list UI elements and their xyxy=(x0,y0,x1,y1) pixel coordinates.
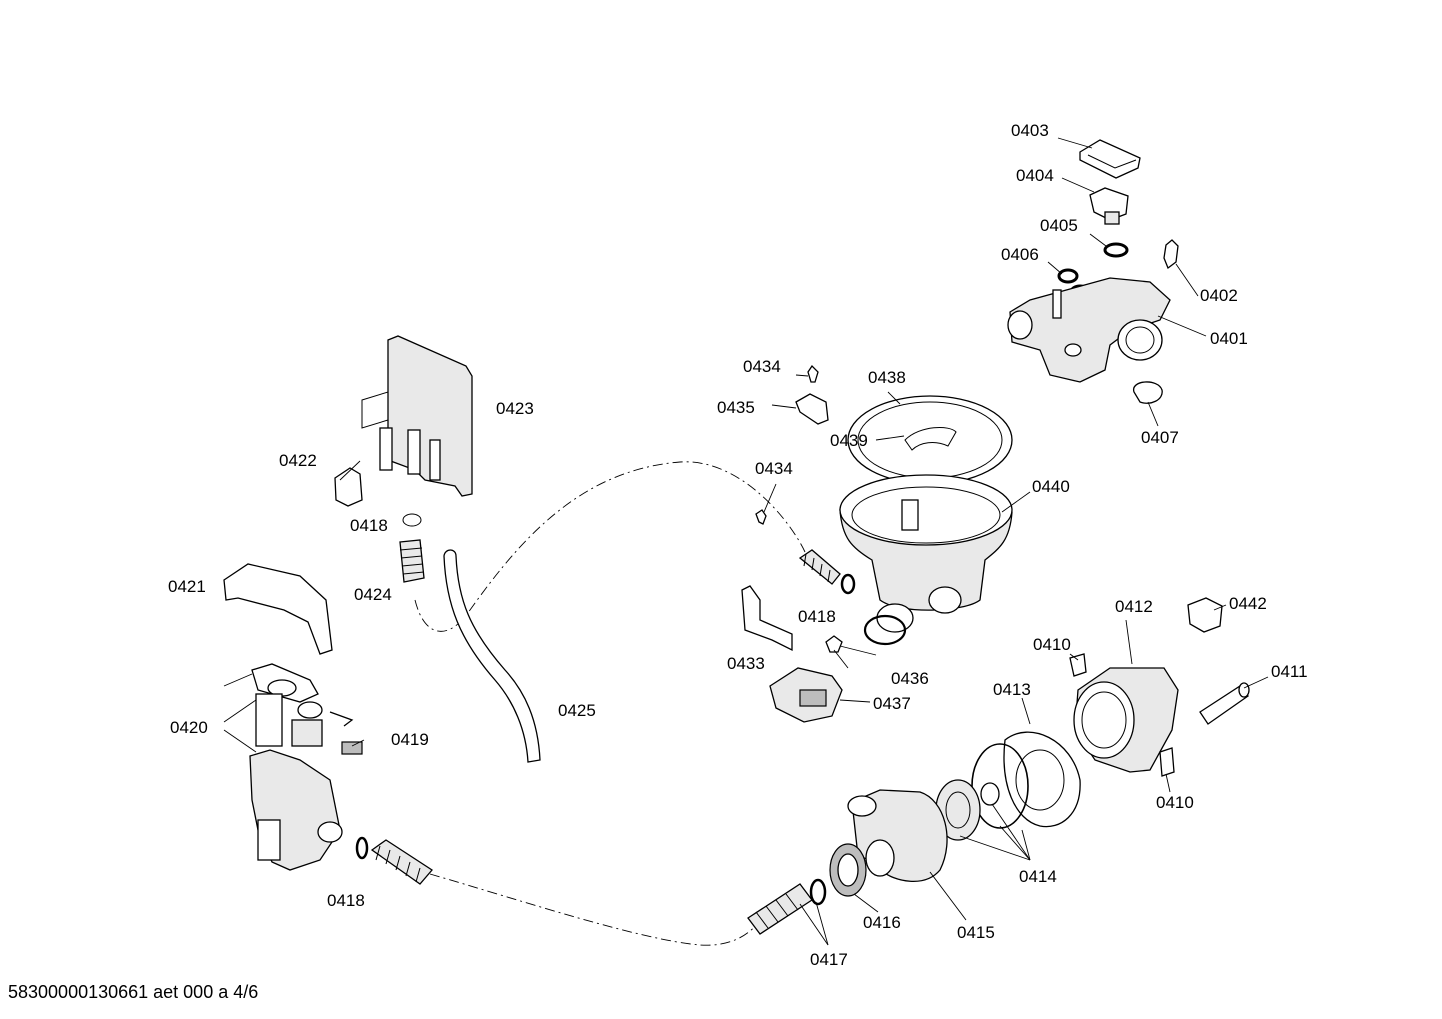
label-0414: 0414 xyxy=(1019,867,1057,886)
part-0410-clip-a xyxy=(1069,653,1087,677)
label-0434-mid: 0434 xyxy=(755,459,793,478)
part-0410-clip-b xyxy=(1159,747,1175,777)
part-0435-bracket xyxy=(795,393,829,425)
part-0438-filter-ring xyxy=(847,395,1013,485)
label-0403: 0403 xyxy=(1011,121,1049,140)
label-0412: 0412 xyxy=(1115,597,1153,616)
part-0419-spring xyxy=(329,711,354,727)
water-distributor-assembly xyxy=(1007,139,1179,404)
left-assembly xyxy=(223,335,541,885)
part-0402-clip xyxy=(1163,239,1179,270)
label-0405: 0405 xyxy=(1040,216,1078,235)
hose-routing-lines xyxy=(414,461,806,946)
label-0407: 0407 xyxy=(1141,428,1179,447)
label-0436: 0436 xyxy=(891,669,929,688)
part-0419-clip xyxy=(341,741,363,755)
label-0401: 0401 xyxy=(1210,329,1248,348)
part-0424-hose-bottom xyxy=(370,839,433,885)
part-0418-oring-bottom xyxy=(355,836,369,860)
label-0411: 0411 xyxy=(1271,662,1308,681)
leader-lines xyxy=(223,137,1269,946)
label-0423: 0423 xyxy=(496,399,534,418)
label-0418-bottom: 0418 xyxy=(327,891,365,910)
part-number-labels: 0403 0404 0405 0406 0402 0401 0407 0434 … xyxy=(168,121,1308,969)
label-0402: 0402 xyxy=(1200,286,1238,305)
part-0411-capacitor xyxy=(1199,685,1249,725)
part-0418-oring-sump xyxy=(840,573,856,595)
label-0420: 0420 xyxy=(170,718,208,737)
label-0410-top: 0410 xyxy=(1033,635,1071,654)
part-0436-clip xyxy=(825,635,843,653)
part-0422-bracket xyxy=(334,467,363,507)
drawing-reference-footer: 58300000130661 aet 000 a 4/6 xyxy=(8,982,259,1002)
part-0434-screw-b xyxy=(755,509,767,525)
part-0425-hose xyxy=(443,549,541,763)
part-0406-oring-a xyxy=(1057,268,1079,284)
part-0418-oring-top xyxy=(402,513,422,527)
label-0418-top: 0418 xyxy=(350,516,388,535)
part-0439-filter-insert xyxy=(904,427,957,451)
part-0417-oring xyxy=(809,878,827,906)
label-0406: 0406 xyxy=(1001,245,1039,264)
label-0439: 0439 xyxy=(830,431,868,450)
part-0434-screw-a xyxy=(807,364,819,383)
part-0433-holder xyxy=(741,585,793,652)
label-0417: 0417 xyxy=(810,950,848,969)
label-0410-bottom: 0410 xyxy=(1156,793,1194,812)
part-0436-clip-ring xyxy=(863,614,907,646)
part-0424-hose-left xyxy=(399,539,425,583)
part-0405-oring xyxy=(1103,242,1129,258)
label-0419: 0419 xyxy=(391,730,429,749)
label-0434-top: 0434 xyxy=(743,357,781,376)
label-0437: 0437 xyxy=(873,694,911,713)
part-0424-hose-sump xyxy=(798,549,841,585)
circulation-pump-assembly xyxy=(747,597,1250,935)
label-0424: 0424 xyxy=(354,585,392,604)
label-0425: 0425 xyxy=(558,701,596,720)
label-0413: 0413 xyxy=(993,680,1031,699)
part-0417-hose xyxy=(747,883,813,935)
label-0422: 0422 xyxy=(279,451,317,470)
part-0403-cover xyxy=(1079,139,1141,179)
label-0440: 0440 xyxy=(1032,477,1070,496)
label-0435: 0435 xyxy=(717,398,755,417)
label-0404: 0404 xyxy=(1016,166,1054,185)
label-0416: 0416 xyxy=(863,913,901,932)
label-0438: 0438 xyxy=(868,368,906,387)
part-0442-connector xyxy=(1187,597,1223,633)
label-0418-sump: 0418 xyxy=(798,607,836,626)
part-0421-cover xyxy=(223,563,333,655)
label-0442: 0442 xyxy=(1229,594,1267,613)
part-0407-clamp xyxy=(1133,381,1163,404)
label-0433: 0433 xyxy=(727,654,765,673)
label-0421: 0421 xyxy=(168,577,206,596)
label-0415: 0415 xyxy=(957,923,995,942)
sump-assembly xyxy=(741,364,1013,723)
part-0413-pump-housing xyxy=(1003,731,1081,828)
